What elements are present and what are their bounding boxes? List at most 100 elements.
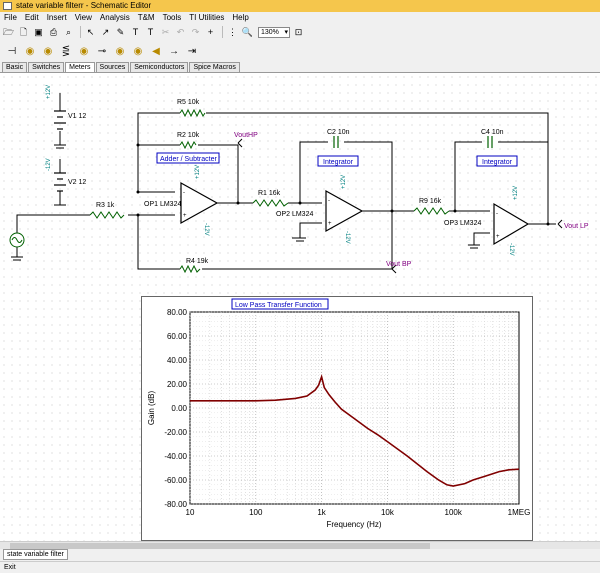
- svg-text:+: +: [328, 221, 332, 227]
- menu-bar: File Edit Insert View Analysis T&M Tools…: [0, 12, 600, 24]
- tab-basic[interactable]: Basic: [2, 62, 28, 72]
- ammeter-icon[interactable]: ◉: [43, 45, 53, 57]
- horizontal-scrollbar[interactable]: [0, 541, 600, 549]
- menu-analysis[interactable]: Analysis: [99, 13, 130, 22]
- undo-icon[interactable]: ↶: [176, 26, 185, 37]
- tab-sources[interactable]: Sources: [95, 62, 130, 72]
- text-icon[interactable]: T: [132, 26, 139, 37]
- y-tick-label: 40.00: [167, 356, 188, 365]
- menu-tools[interactable]: Tools: [162, 13, 182, 22]
- integrator-label: Integrator: [482, 159, 513, 166]
- zoom-select[interactable]: 130%: [258, 26, 290, 38]
- x-tick-label: 10: [186, 508, 195, 517]
- capacitor-symbols: [333, 136, 493, 148]
- output-pin-icon[interactable]: →: [169, 45, 179, 57]
- cut-icon[interactable]: ✂: [161, 26, 170, 37]
- save-icon[interactable]: ▣: [34, 26, 43, 37]
- text-bold-icon[interactable]: T: [147, 26, 154, 37]
- y-tick-label: 20.00: [167, 380, 188, 389]
- op2-label: OP2 LM324: [276, 211, 313, 218]
- ac-wave-icon: [11, 237, 23, 243]
- op2-plus-rail: +12V: [341, 175, 347, 189]
- x-tick-label: 1MEG: [508, 508, 531, 517]
- probe-icon[interactable]: ⊸: [97, 45, 107, 57]
- open-folder-icon[interactable]: 🗁: [2, 26, 15, 37]
- multimeter-icon[interactable]: ◉: [115, 45, 125, 57]
- vout-hp-label: VoutHP: [234, 132, 258, 139]
- op3-minus-rail: -12V: [508, 243, 514, 256]
- svg-text:+: +: [183, 213, 187, 219]
- input-pin-icon[interactable]: ⇥: [187, 45, 197, 57]
- ground-symbols: [11, 144, 480, 261]
- zoom-region-icon[interactable]: ⊡: [294, 26, 303, 37]
- vout-bp-label: Vout BP: [386, 261, 412, 268]
- pen-icon[interactable]: ✎: [116, 26, 125, 37]
- y-axis-ticks: 80.0060.0040.0020.000.00-20.00-40.00-60.…: [164, 308, 187, 509]
- tab-semiconductors[interactable]: Semiconductors: [130, 62, 189, 72]
- select-icon[interactable]: ↗: [101, 26, 110, 37]
- wire-icon[interactable]: ⊣: [7, 45, 17, 57]
- c4-label: C4 10n: [481, 129, 504, 136]
- x-tick-label: 100k: [445, 508, 463, 517]
- ohmmeter-icon[interactable]: ◉: [79, 45, 89, 57]
- v2-label: V2 12: [68, 179, 86, 186]
- tab-spice-macros[interactable]: Spice Macros: [189, 62, 240, 72]
- v1-plus-rail: +12V: [46, 85, 52, 99]
- speaker-icon[interactable]: ◀: [152, 45, 160, 57]
- toolbar-separator: [80, 26, 81, 38]
- schematic-labels: Adder / Subtracter Integrator Integrator: [160, 156, 513, 166]
- menu-tm[interactable]: T&M: [137, 13, 155, 22]
- find-icon[interactable]: ⌕: [65, 26, 72, 37]
- power-meter-icon[interactable]: ◉: [133, 45, 143, 57]
- menu-edit[interactable]: Edit: [24, 13, 39, 22]
- integrator-label-box: [476, 155, 518, 167]
- title-bar: state variable filterr - Schematic Edito…: [0, 0, 600, 12]
- component-toolbar: ⊣ ◉ ◉ ⋚ ◉ ⊸ ◉ ◉ ◀ → ⇥: [0, 40, 600, 62]
- zoom-icon[interactable]: 🔍: [241, 26, 254, 37]
- op1-minus-rail: -12V: [203, 223, 209, 236]
- op1-label: OP1 LM324: [144, 201, 181, 208]
- scrollbar-thumb[interactable]: [10, 543, 430, 549]
- resistor-icon[interactable]: ⋚: [61, 45, 71, 57]
- x-tick-label: 10k: [381, 508, 395, 517]
- tab-document[interactable]: state variable filter: [3, 549, 68, 560]
- voltmeter-icon[interactable]: ◉: [25, 45, 35, 57]
- r2-label: R2 10k: [177, 132, 200, 139]
- chart-title-box: [231, 298, 329, 310]
- r5-label: R5 10k: [177, 99, 200, 106]
- menu-help[interactable]: Help: [232, 13, 249, 22]
- op1-plus-rail: +12V: [195, 165, 201, 179]
- y-tick-label: -80.00: [164, 500, 187, 509]
- integrator-label-box: [317, 155, 359, 167]
- pointer-icon[interactable]: ↖: [86, 26, 95, 37]
- svg-text:+: +: [496, 234, 500, 240]
- new-file-icon[interactable]: 🗋: [19, 26, 28, 37]
- menu-view[interactable]: View: [74, 13, 92, 22]
- svg-text:-: -: [496, 211, 498, 217]
- print-icon[interactable]: ⎙: [49, 26, 58, 37]
- adder-label: Adder / Subtracter: [160, 156, 217, 163]
- plot-grid: [189, 311, 519, 505]
- wires: [16, 93, 556, 270]
- x-tick-label: 100: [249, 508, 263, 517]
- vout-lp-label: Vout LP: [564, 223, 589, 230]
- add-icon[interactable]: +: [207, 26, 214, 37]
- menu-ti-utilities[interactable]: TI Utilities: [189, 13, 225, 22]
- y-tick-label: 0.00: [171, 404, 187, 413]
- menu-insert[interactable]: Insert: [46, 13, 67, 22]
- chart-title: Low Pass Transfer Function: [235, 302, 322, 309]
- toolbar-separator: [222, 26, 223, 38]
- menu-file[interactable]: File: [4, 13, 17, 22]
- redo-icon[interactable]: ↷: [191, 26, 200, 37]
- document-tabs: state variable filter: [0, 549, 600, 561]
- r9-label: R9 16k: [419, 198, 442, 205]
- opamp-pin-labels: -+ -+ -+: [183, 190, 500, 240]
- status-bar: Exit: [0, 561, 600, 573]
- adder-label-box: [156, 152, 220, 164]
- tab-meters[interactable]: Meters: [65, 62, 95, 72]
- tab-switches[interactable]: Switches: [28, 62, 65, 72]
- grid-icon[interactable]: ⋮: [228, 26, 237, 37]
- op3-plus-rail: +12V: [513, 186, 519, 200]
